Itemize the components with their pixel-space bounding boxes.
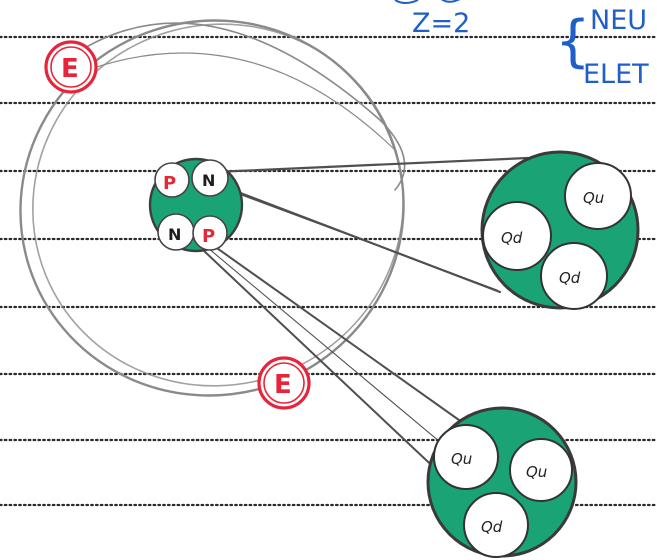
handwritten-notes: Z=2 { NEU ELET xyxy=(395,0,649,90)
nucleus: P N N P xyxy=(150,159,242,251)
neutron-quark-top-label: Qu xyxy=(583,189,604,207)
electron-top: E xyxy=(46,42,96,92)
proton-top-label: P xyxy=(163,173,176,194)
proton-quark-left-label: Qu xyxy=(451,450,472,468)
neutron-bottom-label: N xyxy=(168,225,181,244)
electron-bottom-label: E xyxy=(274,370,292,400)
neutron-quark-bottom-label: Qd xyxy=(559,269,581,287)
note-line-2: ELET xyxy=(583,59,649,90)
note-line-1: NEU xyxy=(590,5,647,36)
proton-zoom: Qu Qu Qd xyxy=(428,408,576,557)
neutron-quark-left-label: Qd xyxy=(501,229,523,247)
electron-top-label: E xyxy=(61,54,79,84)
proton-quark-bottom-label: Qd xyxy=(481,518,503,536)
z-label: Z=2 xyxy=(412,8,470,39)
electron-bottom: E xyxy=(259,358,309,408)
neutron-zoom: Qu Qd Qd xyxy=(482,152,638,309)
neutron-top-label: N xyxy=(202,171,215,190)
proton-bottom-label: P xyxy=(202,226,215,247)
proton-quark-right-label: Qu xyxy=(526,463,547,481)
